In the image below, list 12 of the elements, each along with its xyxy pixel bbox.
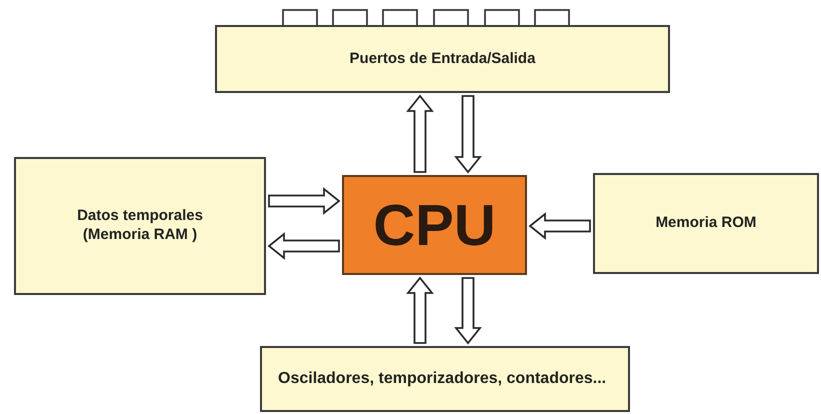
ram-box: Datos temporales (Memoria RAM ) xyxy=(14,157,266,295)
block-arrow xyxy=(268,187,340,215)
cpu-box: CPU xyxy=(342,175,527,275)
block-arrow xyxy=(406,276,434,344)
block-arrow xyxy=(454,277,482,344)
io-ports-box: Puertos de Entrada/Salida xyxy=(215,25,670,93)
block-arrow xyxy=(454,95,482,174)
rom-box: Memoria ROM xyxy=(593,173,819,274)
block-arrow xyxy=(268,232,340,260)
block-arrow xyxy=(528,212,591,240)
block-arrow xyxy=(406,94,434,173)
oscillators-box: Osciladores, temporizadores, contadores... xyxy=(260,346,630,412)
